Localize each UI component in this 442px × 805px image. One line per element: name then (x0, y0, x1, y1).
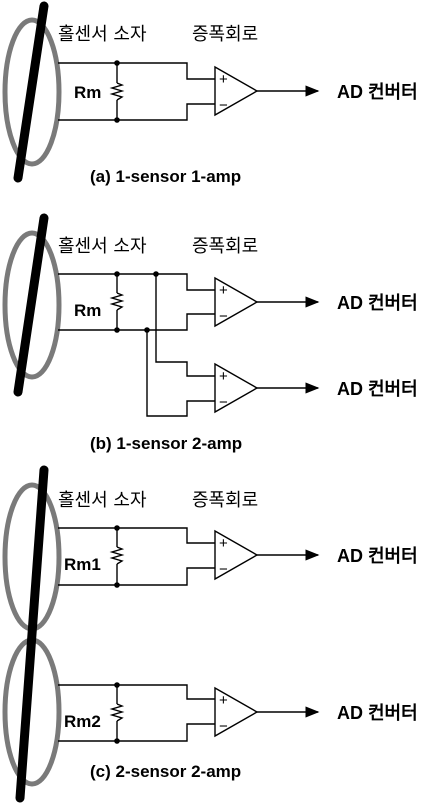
conductor-rod (13, 1, 49, 183)
converter-label: AD 컨버터 (337, 82, 418, 102)
plus-sign: + (219, 71, 228, 88)
panel-c: 홀센서 소자 증폭회로 Rm1 + − AD 컨버터 Rm2 + − (2, 465, 418, 803)
wires-1 (58, 527, 215, 586)
amp-circuit-label: 증폭회로 (192, 490, 258, 511)
rm-label: Rm (74, 83, 101, 102)
amplifier (214, 65, 259, 117)
panel-a: 홀센서 소자 증폭회로 Rm + − AD 컨버터 (a) 1-sensor 1… (2, 1, 418, 186)
amplifier-2 (214, 686, 259, 738)
converter-label: AD 컨버터 (337, 379, 418, 399)
minus-sign: − (219, 718, 228, 735)
plus-sign: + (219, 282, 228, 299)
caption-c: (c) 2-sensor 2-amp (90, 762, 241, 781)
minus-sign: − (219, 394, 228, 411)
amp-circuit-label: 증폭회로 (192, 24, 258, 45)
minus-sign: − (219, 308, 228, 325)
converter-label: AD 컨버터 (337, 293, 418, 313)
sensor-label: 홀센서 소자 (58, 236, 147, 257)
hall-sensor-ring (2, 230, 62, 380)
amplifier-2 (214, 362, 259, 414)
minus-sign: − (219, 97, 228, 114)
caption-b: (b) 1-sensor 2-amp (90, 434, 242, 453)
plus-sign: + (219, 368, 228, 385)
panel-b: 홀센서 소자 증폭회로 Rm + − AD 컨버터 + − AD 컨버터 (b)… (2, 213, 418, 453)
rm-label: Rm (74, 301, 101, 320)
conductor-rod (15, 465, 49, 803)
conductor-rod (13, 213, 49, 397)
amplifier-1 (214, 276, 259, 328)
converter-label: AD 컨버터 (337, 703, 418, 723)
amplifier-1 (214, 529, 259, 581)
wires (58, 62, 215, 121)
plus-sign: + (219, 535, 228, 552)
sensor-label: 홀센서 소자 (58, 490, 147, 511)
hall-sensor-ring (2, 17, 62, 167)
converter-label: AD 컨버터 (337, 546, 418, 566)
caption-a: (a) 1-sensor 1-amp (90, 167, 241, 186)
rm1-label: Rm1 (64, 555, 101, 574)
amp-circuit-label: 증폭회로 (192, 236, 258, 257)
wires-2 (58, 684, 215, 742)
rm2-label: Rm2 (64, 712, 101, 731)
minus-sign: − (219, 561, 228, 578)
plus-sign: + (219, 692, 228, 709)
wires (58, 273, 215, 417)
sensor-label: 홀센서 소자 (58, 24, 147, 45)
